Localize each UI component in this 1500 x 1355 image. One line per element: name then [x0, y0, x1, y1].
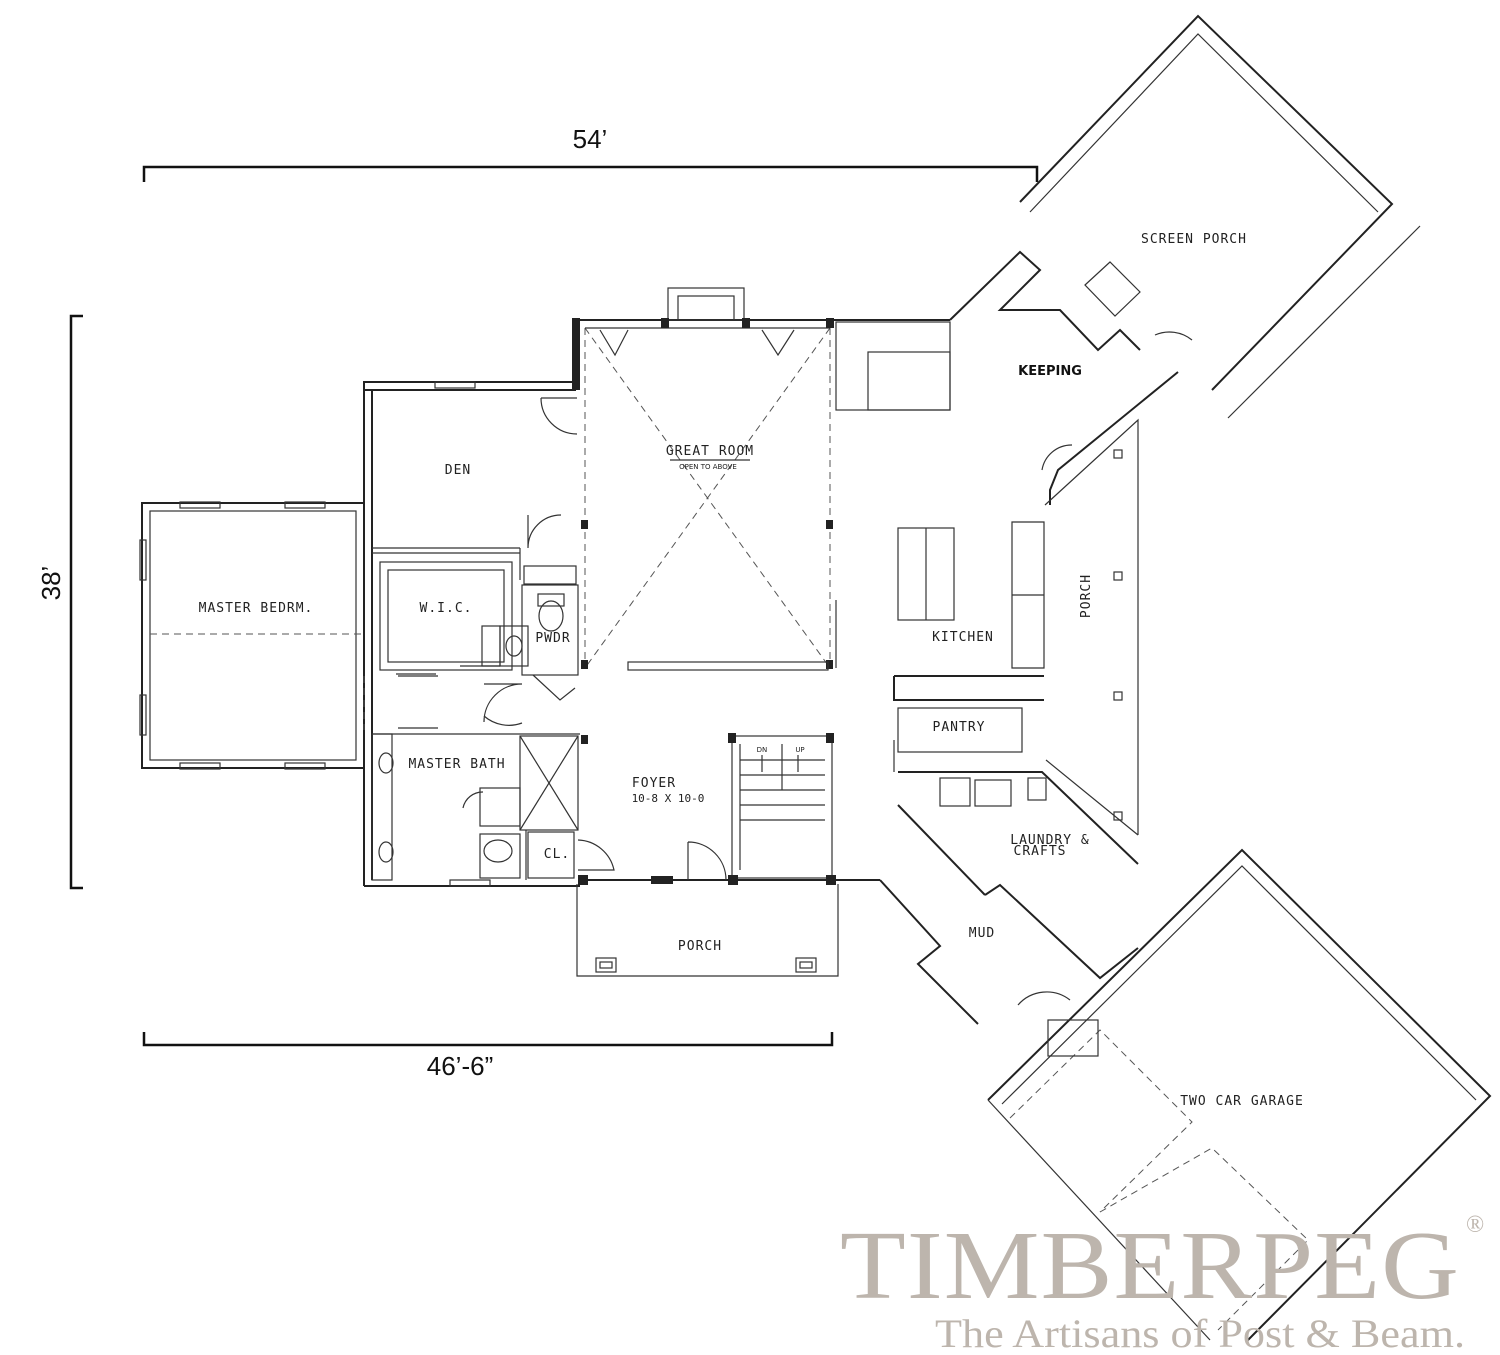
brand-logo: TIMBERPEG ® The Artisans of Post & Beam. — [840, 1212, 1484, 1355]
label-laundry-line2: CRAFTS — [1014, 844, 1067, 859]
front-porch — [576, 884, 839, 977]
label-stair-down: DN — [757, 746, 768, 754]
label-foyer-size: 10-8 X 10-0 — [632, 792, 705, 805]
dimension-top-label: 54’ — [573, 124, 608, 154]
side-porch — [1044, 418, 1139, 836]
label-pantry: PANTRY — [933, 720, 986, 735]
label-screen-porch: SCREEN PORCH — [1141, 232, 1247, 247]
label-master-bath: MASTER BATH — [408, 757, 505, 772]
dimension-left-label: 38’ — [36, 566, 66, 601]
label-stair-up: UP — [795, 746, 804, 754]
label-garage: TWO CAR GARAGE — [1180, 1094, 1304, 1109]
mud-room — [984, 883, 1139, 1006]
great-room — [572, 287, 837, 671]
dimension-left: 38’ — [36, 314, 83, 890]
label-powder: PWDR — [535, 631, 570, 646]
kitchen-area — [835, 319, 1139, 1025]
foyer — [578, 733, 880, 885]
dimension-bottom: 46’-6” — [142, 1032, 834, 1081]
master-bedroom-wing — [139, 501, 365, 770]
label-wic: W.I.C. — [420, 601, 473, 616]
room-labels: GREAT ROOM OPEN TO ABOVE DEN MASTER BEDR… — [199, 232, 1304, 1109]
brand-tagline: The Artisans of Post & Beam. — [935, 1311, 1465, 1355]
den-block — [363, 381, 615, 887]
label-great-room: GREAT ROOM — [666, 444, 754, 459]
label-master-bedroom: MASTER BEDRM. — [199, 601, 314, 616]
two-car-garage — [987, 848, 1492, 1341]
brand-registered: ® — [1466, 1212, 1484, 1238]
label-great-room-note: OPEN TO ABOVE — [679, 463, 737, 471]
label-keeping: KEEPING — [1018, 364, 1082, 379]
label-foyer: FOYER — [632, 776, 676, 791]
label-front-porch: PORCH — [678, 939, 722, 954]
label-side-porch: PORCH — [1079, 574, 1094, 618]
keeping-area — [949, 14, 1421, 505]
dimension-top: 54’ — [142, 124, 1039, 182]
label-kitchen: KITCHEN — [932, 630, 994, 645]
dimension-bottom-label: 46’-6” — [427, 1051, 493, 1081]
label-closet: CL. — [544, 847, 570, 862]
label-laundry-line1: LAUNDRY & — [1010, 833, 1089, 848]
brand-name: TIMBERPEG — [840, 1212, 1460, 1320]
label-mud: MUD — [969, 926, 995, 941]
label-den: DEN — [445, 463, 471, 478]
